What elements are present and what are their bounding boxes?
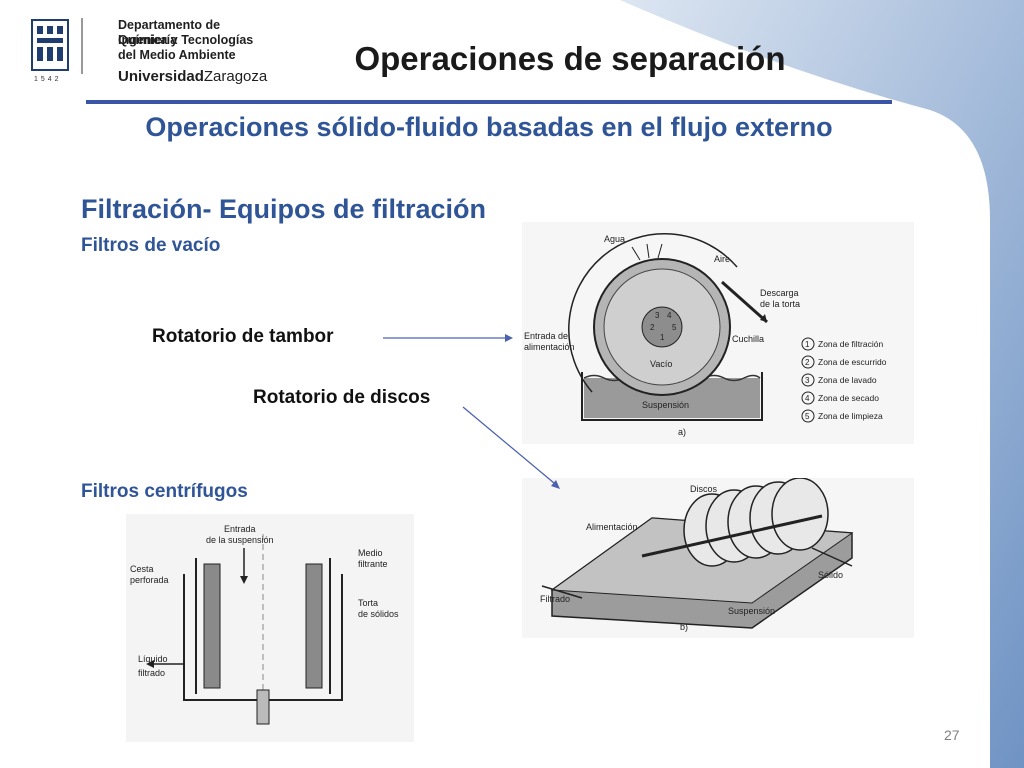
title-rule: [86, 100, 892, 104]
centrifuge-label-liquido-1: Líquido: [138, 654, 168, 664]
drum-label-entrada-1: Entrada de: [524, 331, 568, 341]
rotary-disc-label: Rotatorio de discos: [253, 387, 431, 408]
legend-item-1: Zona de filtración: [818, 339, 883, 349]
centrifuge-label-medio-1: Medio: [358, 548, 383, 558]
legend-item-2: Zona de escurrido: [818, 357, 887, 367]
legend-num-1: 1: [805, 340, 810, 349]
logo-university: UniversidadZaragoza: [118, 68, 267, 85]
disc-caption: b): [680, 622, 688, 632]
centrifuge-label-medio-2: filtrante: [358, 559, 388, 569]
section-heading: Filtración- Equipos de filtración: [81, 194, 487, 224]
legend-num-4: 4: [805, 394, 810, 403]
svg-text:5: 5: [672, 323, 677, 332]
legend-num-2: 2: [805, 358, 810, 367]
centrifuge-label-liquido-2: filtrado: [138, 668, 165, 678]
disc-label-solido: Sólido: [818, 570, 843, 580]
centrifuge-label-torta-2: de sólidos: [358, 609, 399, 619]
disc-label-alimentacion: Alimentación: [586, 522, 638, 532]
crest-icon: [31, 18, 83, 74]
centrifuge-label-cesta-2: perforada: [130, 575, 169, 585]
drum-label-descarga-1: Descarga: [760, 288, 799, 298]
logo-uni-bold: Universidad: [118, 68, 204, 85]
drum-label-agua: Agua: [604, 234, 625, 244]
rotary-drum-label: Rotatorio de tambor: [152, 326, 334, 347]
drum-label-suspension: Suspensión: [642, 400, 689, 410]
svg-text:3: 3: [655, 311, 660, 320]
slide-subtitle: Operaciones sólido-fluido basadas en el …: [145, 112, 833, 142]
drum-label-cuchilla: Cuchilla: [732, 334, 764, 344]
drum-label-aire: Aire: [714, 254, 730, 264]
logo-uni-rest: Zaragoza: [203, 68, 268, 85]
slide-title: Operaciones de separación: [354, 40, 786, 77]
legend-num-5: 5: [805, 412, 810, 421]
drum-label-vacio: Vacío: [650, 359, 672, 369]
svg-text:4: 4: [667, 311, 672, 320]
disc-label-filtrado: Filtrado: [540, 594, 570, 604]
logo-year: 1542: [34, 76, 62, 83]
drum-caption: a): [678, 427, 686, 437]
vacuum-filters-label: Filtros de vacío: [81, 235, 221, 256]
drum-label-entrada-2: alimentación: [524, 342, 575, 352]
svg-text:1: 1: [660, 333, 665, 342]
disc-label-suspension: Suspensión: [728, 606, 775, 616]
centrifuge-label-entrada-2: de la suspensión: [206, 535, 274, 545]
logo-line-3: del Medio Ambiente: [118, 48, 236, 62]
legend-item-5: Zona de limpieza: [818, 411, 883, 421]
page-number: 27: [944, 727, 960, 743]
centrifuge-label-torta-1: Torta: [358, 598, 378, 608]
drum-legend: 1 Zona de filtración 2 Zona de escurrido 3…: [801, 337, 887, 423]
drum-label-descarga-2: de la torta: [760, 299, 800, 309]
logo-line-1: Departamento de Ingeniería: [118, 18, 221, 47]
centrifuge-figure: Entrada de la suspensión Cesta perforada…: [126, 514, 414, 742]
disc-label-discos: Discos: [690, 484, 718, 494]
svg-text:2: 2: [650, 323, 655, 332]
centrifugal-filters-label: Filtros centrífugos: [81, 481, 248, 502]
centrifuge-label-cesta-1: Cesta: [130, 564, 154, 574]
legend-item-4: Zona de secado: [818, 393, 879, 403]
legend-item-3: Zona de lavado: [818, 375, 877, 385]
logo-line-2: Química y Tecnologías: [118, 33, 254, 47]
legend-num-3: 3: [805, 376, 810, 385]
university-logo: 1542 Departamento de Ingeniería Química …: [26, 14, 272, 86]
rotary-disc-figure: Discos Alimentación Sólido Filtrado Susp…: [522, 477, 914, 638]
centrifuge-label-entrada-1: Entrada: [224, 524, 256, 534]
